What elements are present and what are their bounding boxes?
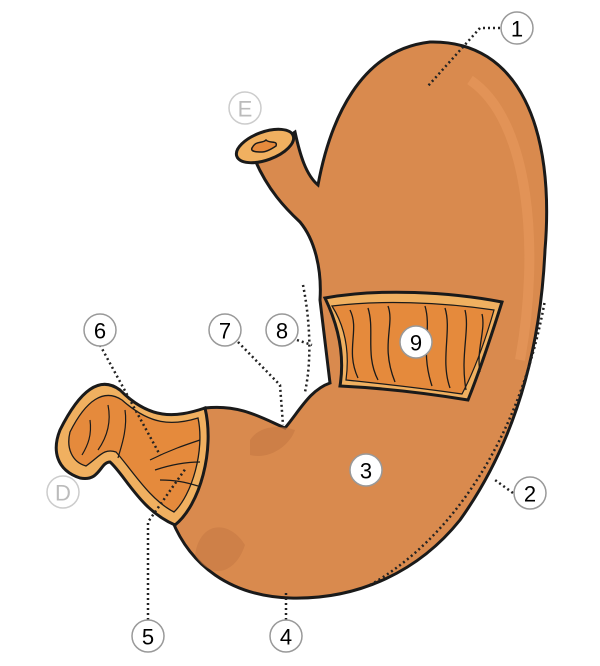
label-2: 2: [513, 476, 547, 510]
label-7: 7: [208, 313, 242, 347]
svg-text:4: 4: [280, 625, 292, 650]
label-6: 6: [83, 313, 117, 347]
label-1: 1: [500, 11, 534, 45]
label-5: 5: [131, 619, 165, 653]
highlight-greater: [467, 75, 535, 361]
shadow-bottom: [195, 527, 245, 572]
leader-lines: [98, 26, 547, 620]
pyloric-folds: [81, 404, 201, 487]
svg-text:8: 8: [276, 319, 288, 344]
svg-text:9: 9: [410, 331, 422, 356]
svg-text:1: 1: [511, 17, 523, 42]
svg-text:6: 6: [94, 319, 106, 344]
svg-text:3: 3: [360, 459, 372, 484]
svg-text:5: 5: [142, 625, 154, 650]
svg-text:E: E: [238, 97, 253, 122]
gastric-rugae: [349, 305, 484, 391]
svg-text:2: 2: [524, 482, 536, 507]
duodenum-mucosa: [68, 394, 201, 513]
label-3: 3: [349, 453, 383, 487]
svg-text:D: D: [55, 481, 71, 506]
label-duodenum: D: [46, 475, 80, 509]
label-8: 8: [265, 313, 299, 347]
label-9: 9: [399, 325, 433, 359]
esophagus-lumen: [250, 138, 278, 153]
svg-text:7: 7: [219, 319, 231, 344]
label-4: 4: [269, 619, 303, 653]
label-esophagus: E: [228, 91, 262, 125]
shadow-lesser: [250, 427, 295, 456]
